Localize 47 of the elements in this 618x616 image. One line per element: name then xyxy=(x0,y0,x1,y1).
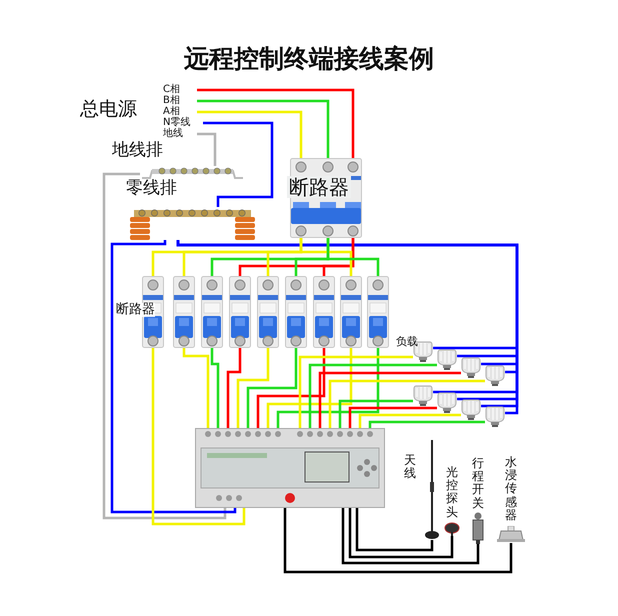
wire xyxy=(348,406,437,428)
wire xyxy=(322,238,354,276)
wire xyxy=(308,364,437,428)
wire-label: C相 xyxy=(163,84,197,96)
title: 远程控制终端接线案例 xyxy=(183,44,435,74)
wire xyxy=(246,348,298,428)
wire xyxy=(197,100,330,158)
wire xyxy=(318,372,461,428)
wire xyxy=(110,240,236,514)
wire xyxy=(356,508,434,552)
wire xyxy=(326,238,380,276)
wire xyxy=(358,414,461,428)
wire xyxy=(197,132,216,166)
wire xyxy=(368,420,485,428)
wire-label: B相 xyxy=(163,95,197,107)
wire xyxy=(348,508,454,558)
sensor-label: 天线 xyxy=(404,454,416,480)
load-label: 负载 xyxy=(396,336,418,348)
bar-label: 零线排 xyxy=(126,179,177,198)
wire xyxy=(236,348,270,428)
wire xyxy=(338,400,413,428)
wire xyxy=(298,356,413,428)
breaker-label: 断路器 xyxy=(116,303,155,318)
power-source-label: 总电源 xyxy=(80,99,137,120)
wire xyxy=(197,88,354,158)
wire xyxy=(197,110,302,158)
wire-label: N零线 xyxy=(163,117,203,129)
wire xyxy=(152,348,246,526)
sensor-label: 水浸传感器 xyxy=(505,456,517,522)
bar-label: 地线排 xyxy=(112,141,163,160)
wire-label: 地线 xyxy=(163,128,197,140)
sensor-label: 光控探头 xyxy=(446,466,458,519)
wire xyxy=(210,348,220,428)
wire xyxy=(276,348,380,428)
wire xyxy=(102,172,226,520)
wire xyxy=(328,380,485,428)
wire xyxy=(342,508,480,564)
wire xyxy=(182,348,210,428)
sensor-label: 行程开关 xyxy=(472,457,484,510)
wire xyxy=(300,238,352,276)
wire xyxy=(203,122,274,207)
wire xyxy=(256,348,326,428)
wire xyxy=(266,348,352,428)
breaker-label: 断路器 xyxy=(287,176,351,198)
wire-label: A相 xyxy=(163,106,197,118)
wire xyxy=(284,508,512,574)
wire xyxy=(226,348,242,428)
